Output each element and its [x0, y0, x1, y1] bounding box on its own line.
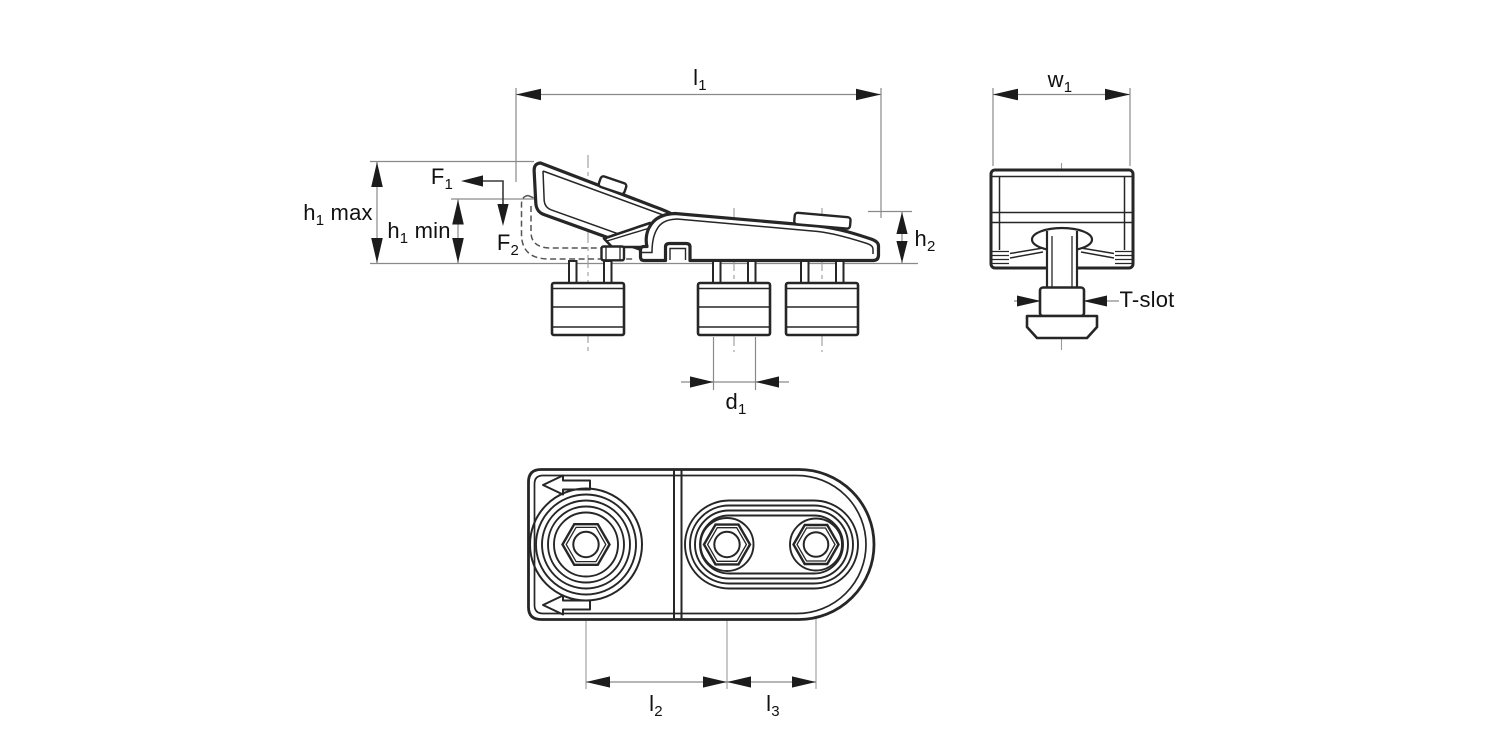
- dim-sub: 1: [737, 401, 747, 418]
- dim-text: l: [766, 691, 772, 716]
- side-view-drawing: [370, 88, 918, 390]
- end-view-serrations: [991, 250, 1133, 265]
- lever-inner-outline: [542, 170, 666, 246]
- dim-sub: 1: [444, 176, 454, 193]
- plan-view-arrowheads: [586, 676, 816, 688]
- t-nut-neck: [1038, 286, 1086, 318]
- base-inner-outline: [641, 218, 874, 254]
- dim-suffix: max: [324, 200, 373, 225]
- dim-text: F: [496, 230, 511, 255]
- f1-arrowhead: [461, 175, 483, 187]
- t-nut: [1025, 286, 1099, 340]
- clamp-jaw: [600, 221, 659, 262]
- dim-label-h1-min: h1 min: [387, 218, 451, 247]
- dim-sub: 1: [315, 212, 325, 229]
- bolt-socket: [802, 531, 830, 558]
- lever-grip-pad: [597, 175, 628, 196]
- hex-screw-right: [789, 517, 843, 572]
- dim-label-l2: l2: [649, 691, 663, 720]
- dim-sub: 2: [926, 238, 936, 255]
- dim-label-d1: d1: [725, 389, 747, 418]
- dim-label-f1: F1: [430, 164, 453, 193]
- hex-bolt-head: [561, 522, 611, 567]
- dim-sub: 1: [399, 230, 409, 247]
- screw-shaft: [1045, 231, 1079, 288]
- screw-studs: [568, 260, 845, 285]
- dim-sub: 3: [771, 703, 780, 720]
- dim-text: h: [387, 218, 400, 243]
- hex-bolt-head: [702, 523, 752, 566]
- dim-text: l: [649, 691, 655, 716]
- dim-sub: 1: [1063, 79, 1073, 96]
- dim-text: h: [914, 226, 927, 251]
- f2-arrowhead: [497, 204, 509, 226]
- slot-obround: [684, 499, 859, 590]
- t-nut-head: [1025, 314, 1099, 340]
- dim-text: w: [1047, 67, 1064, 92]
- dim-text: l: [693, 65, 699, 90]
- dim-text: d: [725, 389, 738, 414]
- dim-label-h1-max: h1 max: [303, 200, 373, 229]
- force-arrows: [461, 175, 509, 226]
- dim-sub: 2: [654, 703, 663, 720]
- side-view-arrowheads: [371, 88, 908, 388]
- roller-nuts: [550, 260, 860, 337]
- dim-sub: 2: [510, 242, 520, 259]
- hex-bolt-head: [792, 523, 840, 566]
- hex-screw-middle: [699, 517, 755, 572]
- end-view-body-detail: [991, 175, 1133, 259]
- end-view-drawing: [989, 88, 1135, 350]
- dim-label-h2: h2: [914, 226, 936, 255]
- base-outer-outline: [638, 211, 881, 263]
- dim-label-l3: l3: [766, 691, 780, 720]
- dim-text: T-slot: [1119, 287, 1175, 312]
- dim-label-t-slot: T-slot: [1120, 289, 1175, 311]
- end-view-arrowheads: [993, 88, 1130, 307]
- bolt-socket: [572, 530, 600, 559]
- cam-boss: [529, 487, 643, 602]
- dim-text: h: [303, 200, 316, 225]
- bolt-socket: [713, 530, 741, 559]
- clamp-base-body: [638, 211, 881, 263]
- base-pad: [793, 211, 852, 230]
- plan-view-drawing: [527, 468, 876, 689]
- plan-body-inner-outline: [533, 474, 867, 615]
- dim-label-f2: F2: [496, 230, 519, 259]
- dim-suffix: min: [408, 218, 451, 243]
- dim-label-w1: w1: [1047, 67, 1073, 96]
- dim-sub: 1: [698, 77, 707, 94]
- roller-bodies: [550, 281, 860, 337]
- dim-text: F: [430, 164, 445, 189]
- dim-label-l1: l1: [693, 65, 707, 94]
